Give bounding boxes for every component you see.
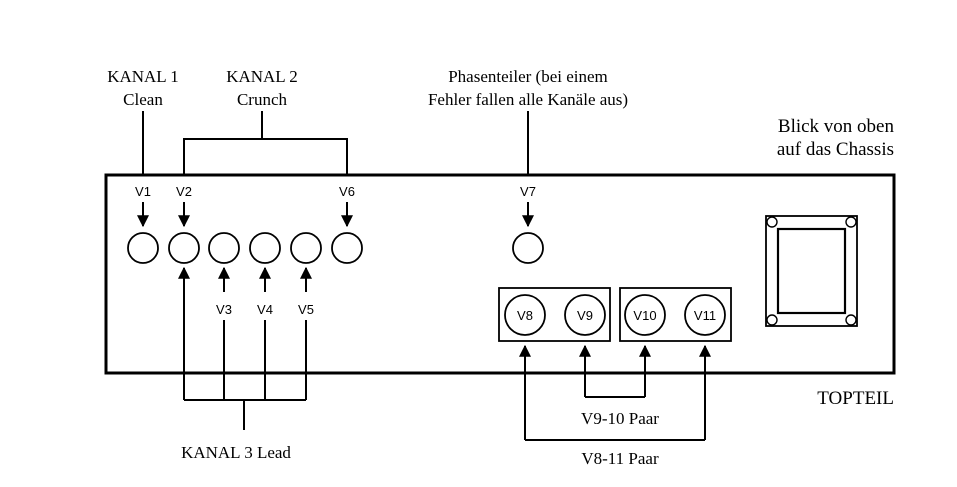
tube-label-v8: V8	[517, 308, 533, 323]
tube-v4	[249, 232, 281, 264]
tube-label-v10: V10	[633, 308, 656, 323]
tube-label-v6: V6	[339, 184, 355, 199]
view-label-line2: auf das Chassis	[777, 139, 894, 160]
tube-v6	[331, 232, 363, 264]
tube-v8	[504, 294, 546, 336]
kanal2-sub: Crunch	[237, 90, 288, 109]
transformer-icon	[765, 215, 858, 327]
kanal2-title: KANAL 2	[226, 67, 298, 86]
tube-label-v7: V7	[520, 184, 536, 199]
kanal1-title: KANAL 1	[107, 67, 179, 86]
tube-label-v2: V2	[176, 184, 192, 199]
tube-v1	[127, 232, 159, 264]
kanal2-bracket	[183, 111, 348, 175]
tube-v10	[624, 294, 666, 336]
pair-9-10-label: V9-10 Paar	[581, 409, 659, 428]
tube-v2	[168, 232, 200, 264]
tube-label-v3: V3	[216, 302, 232, 317]
tube-label-v5: V5	[298, 302, 314, 317]
tube-v11	[684, 294, 726, 336]
pair-8-11-label: V8-11 Paar	[581, 449, 659, 468]
tube-label-v9: V9	[577, 308, 593, 323]
topteil-label: TOPTEIL	[817, 388, 894, 409]
kanal1-sub: Clean	[123, 90, 163, 109]
view-label-line1: Blick von oben	[778, 116, 895, 137]
tube-v3	[208, 232, 240, 264]
tube-v9	[564, 294, 606, 336]
tube-label-v1: V1	[135, 184, 151, 199]
kanal3-label: KANAL 3 Lead	[181, 443, 291, 462]
kanal3-bracket	[184, 320, 307, 430]
tube-label-v11: V11	[694, 308, 716, 323]
chassis-outline	[104, 173, 896, 375]
tube-v7	[512, 232, 544, 264]
tube-v5	[290, 232, 322, 264]
phase-label-line2: Fehler fallen alle Kanäle aus)	[428, 90, 628, 109]
phase-label-line1: Phasenteiler (bei einem	[448, 67, 608, 86]
tube-label-v4: V4	[257, 302, 273, 317]
